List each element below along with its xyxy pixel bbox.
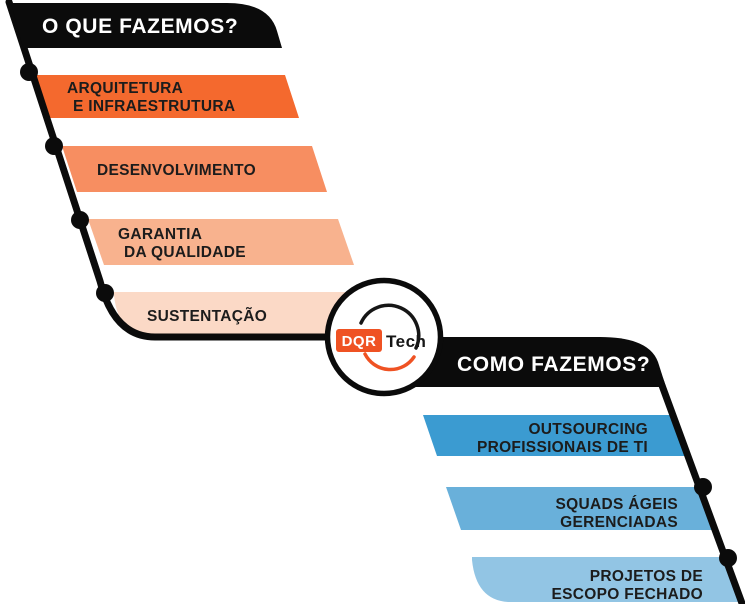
left-header-label: O QUE FAZEMOS? [42,15,238,38]
bar-garantia-line2: DA QUALIDADE [124,244,246,261]
bar-garantia-line1: GARANTIA [118,226,202,243]
logo-dqr-text: DQR [342,333,377,350]
bar-projetos-line1: PROJETOS DE [590,568,703,585]
right-header-shape [380,337,666,387]
bar-outsourcing-line2: PROFISSIONAIS DE TI [477,439,648,456]
timeline-dot [45,137,63,155]
bar-squads-line2: GERENCIADAS [560,514,678,531]
bar-arquitetura-infraestrutura [35,75,299,118]
bar-sustentacao [114,292,380,338]
bar-squads-ageis [446,487,715,530]
timeline-group [5,0,745,604]
logo-dqr-box [336,329,382,352]
bar-outsourcing-line1: OUTSOURCING [528,421,648,438]
bar-sustentacao-line1: SUSTENTAÇÃO [147,307,267,325]
logo-group: DQR Tech [324,277,444,397]
bar-squads-line1: SQUADS ÁGEIS [556,496,678,513]
bar-garantia-qualidade [88,219,354,265]
timeline-dot [694,478,712,496]
bar-outsourcing [423,415,689,456]
bar-projetos-line2: ESCOPO FECHADO [552,586,703,603]
bar-projetos-escopo [472,557,740,602]
logo-outer-circle [324,277,444,397]
right-header-label: COMO FAZEMOS? [457,353,650,376]
right-header: COMO FAZEMOS? [380,337,666,387]
right-bars-group: OUTSOURCING PROFISSIONAIS DE TI SQUADS Á… [423,415,740,603]
timeline-dot [71,211,89,229]
bar-arquitetura-line2: E INFRAESTRUTURA [73,98,235,115]
logo-tech-text: Tech [386,332,426,351]
bar-desenvolvimento-line1: DESENVOLVIMENTO [97,162,256,179]
bar-arquitetura-line1: ARQUITETURA [67,80,183,97]
timeline-dot [719,549,737,567]
bar-desenvolvimento [62,146,327,192]
timeline-line-left [5,0,344,341]
timeline-dot [96,284,114,302]
logo-arc-top-icon [359,303,421,350]
logo-arc-bottom-icon [363,352,416,372]
left-header-shape [11,3,282,48]
left-header: O QUE FAZEMOS? [11,3,282,48]
timeline-dot [20,63,38,81]
left-bars-group: ARQUITETURA E INFRAESTRUTURA DESENVOLVIM… [35,75,380,338]
